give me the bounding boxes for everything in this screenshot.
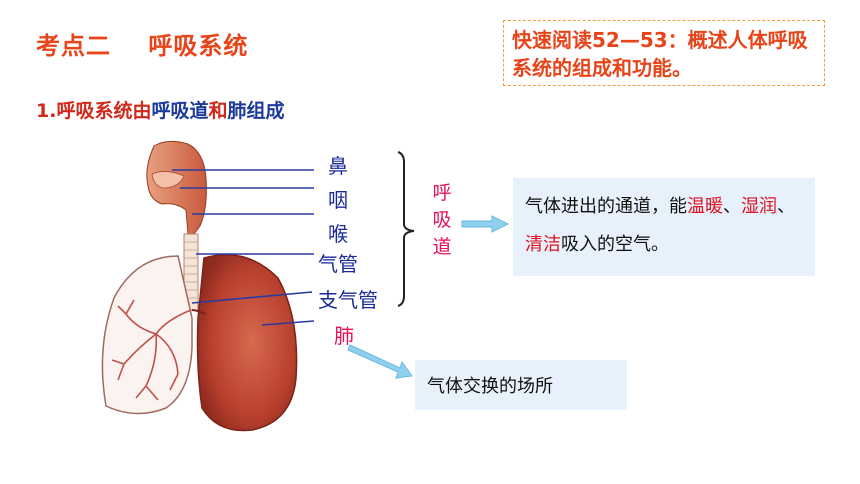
label-trachea: 气管 (318, 252, 358, 276)
reading-note-box: 快速阅读52—53：概述人体呼吸系统的组成和功能。 (503, 20, 825, 86)
subhead-text-1: 呼吸系统由 (56, 100, 152, 122)
airway-function-box: 气体进出的通道，能温暖、湿润、清洁吸入的空气。 (513, 178, 815, 276)
lung-arrow (347, 344, 413, 379)
label-larynx: 喉 (328, 222, 348, 246)
airway-fn-warm: 温暖 (687, 196, 723, 217)
left-lung-outline (101, 255, 193, 415)
airway-fn-moist: 湿润 (741, 196, 777, 217)
subhead-text-2: 和 (208, 100, 228, 122)
respiratory-system-illustration (101, 140, 298, 432)
label-pharynx: 咽 (328, 188, 348, 212)
subhead-number: 1. (36, 100, 57, 122)
airway-fn-text-1: 气体进出的通道，能 (525, 196, 687, 217)
subhead-text-3: 组成 (246, 100, 285, 122)
section-subhead: 1.呼吸系统由呼吸道和肺组成 (36, 96, 285, 123)
airway-fn-clean: 清洁 (525, 234, 561, 255)
airway-fn-sep-1: 、 (723, 196, 741, 217)
airway-fn-sep-2: 、 (777, 196, 795, 217)
subhead-airway: 呼吸道 (151, 100, 209, 122)
airway-arrow (461, 215, 510, 233)
label-lung: 肺 (334, 324, 354, 348)
airway-fn-text-2: 吸入的空气。 (561, 234, 669, 255)
nasal-cavity (151, 171, 185, 189)
label-bronchi: 支气管 (318, 288, 378, 312)
subhead-lung: 肺 (227, 100, 247, 122)
lung-function-box: 气体交换的场所 (415, 360, 627, 410)
bronchial-tree (111, 299, 192, 401)
airway-group-label: 呼吸道 (432, 182, 452, 258)
page-title: 考点二 呼吸系统 (36, 32, 249, 60)
airway-bracket (397, 151, 415, 307)
right-lung (196, 254, 298, 432)
label-nose: 鼻 (328, 154, 348, 178)
